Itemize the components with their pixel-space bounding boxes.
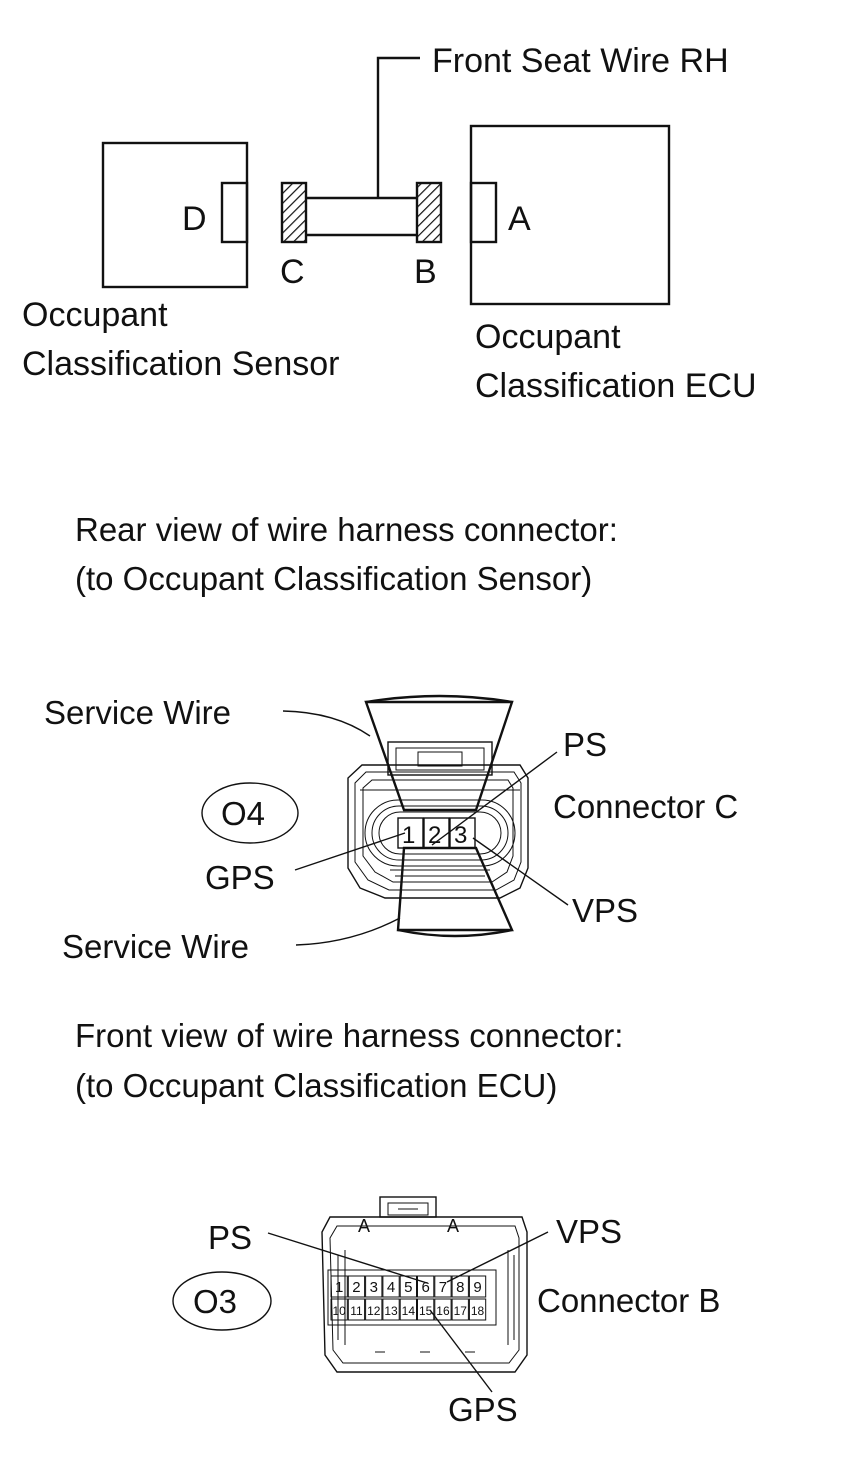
pin-b-number: 16 [436,1304,450,1318]
pin-b-number: 12 [367,1304,381,1318]
pin-b-cell [365,1275,383,1298]
connector-c-name: Connector C [553,788,738,825]
top-wiring-overview: D Front Seat Wire RH C B A Occupant Clas… [22,42,757,405]
leader-gps-b [429,1309,493,1393]
connector-c-label: C [280,253,305,291]
leader-vps-b [446,1231,549,1283]
ps-c-label: PS [563,726,607,763]
pin-b-number: 1 [335,1279,343,1296]
pin-b-cell [382,1298,400,1321]
front-view-title-line1: Front view of wire harness connector: [75,1017,623,1054]
connector-b-drawing: A A [321,1196,528,1373]
pin-b-number: 4 [387,1279,395,1296]
svg-text:A: A [358,1216,370,1236]
pin-b-cell [417,1298,435,1321]
pin-b-cell [451,1298,469,1321]
connector-a-socket [469,181,498,244]
ecu-label-line2: Classification ECU [475,367,757,405]
connector-a-label: A [508,200,531,238]
pin-b-cell [365,1298,383,1321]
connector-b-hatched [415,181,443,244]
pin-b-number: 3 [370,1279,378,1296]
pin-b-cell [330,1275,348,1298]
pin-b-number: 5 [404,1279,412,1296]
pin-b-number: 18 [471,1304,485,1318]
pin-b-cell [434,1275,452,1298]
connector-d-socket [220,181,249,244]
pin-b-number: 8 [456,1279,464,1296]
pin-b-cell [347,1298,366,1321]
vps-b-label: VPS [556,1213,622,1250]
sensor-label-line2: Classification Sensor [22,345,339,383]
ecu-box [469,124,671,306]
pin-c-2: 2 [428,822,441,849]
pin-b-number: 2 [352,1279,360,1296]
pin-b-number: 10 [332,1304,346,1318]
front-view-title-line2: (to Occupant Classification ECU) [75,1067,557,1104]
service-wire-bottom-label: Service Wire [62,928,249,965]
front-seat-wire-label: Front Seat Wire RH [432,42,729,80]
pin-c-3: 3 [454,822,467,849]
code-o3-ellipse [172,1271,272,1331]
code-o3-label: O3 [193,1283,237,1320]
connector-c-hatched [280,181,308,244]
pin-b-cell [468,1275,487,1298]
leader-service-wire-bottom [295,917,401,946]
pin-b-cell [330,1298,348,1321]
rear-view-section: Rear view of wire harness connector: (to… [44,511,738,965]
rear-view-title-line2: (to Occupant Classification Sensor) [75,560,592,597]
wire-leader-line [376,56,420,198]
pin-b-cell [434,1298,452,1321]
pin-b-number: 17 [454,1304,468,1318]
gps-c-label: GPS [205,859,275,896]
pin-b-cell [382,1275,400,1298]
connector-c-drawing [347,694,529,938]
pin-b-cell [468,1298,487,1321]
pin-b-number: 7 [439,1279,447,1296]
pin-b-cell [399,1275,418,1298]
connector-d-label: D [182,200,207,238]
gps-b-label: GPS [448,1391,518,1428]
pin-b-number: 11 [350,1304,363,1318]
leader-service-wire-top [282,710,371,737]
ps-b-label: PS [208,1219,252,1256]
code-o4-ellipse [201,782,299,844]
rear-view-title-line1: Rear view of wire harness connector: [75,511,618,548]
leader-gps-c [294,832,406,871]
pin-c-1: 1 [402,822,415,849]
code-o4-label: O4 [221,795,265,832]
pin-b-number: 13 [384,1304,398,1318]
connector-b-label: B [414,253,437,291]
ecu-label-line1: Occupant [475,318,621,356]
service-wire-top-label: Service Wire [44,694,231,731]
leader-vps-c [472,837,569,906]
pin-b-number: 9 [473,1279,481,1296]
pin-b-cell [399,1298,418,1321]
vps-c-label: VPS [572,892,638,929]
leader-ps-c [431,751,558,846]
front-view-section: Front view of wire harness connector: (t… [75,1017,720,1428]
pin-b-number: 14 [402,1304,416,1318]
pin-b-number: 6 [421,1279,429,1296]
pin-b-number: 15 [419,1304,433,1318]
sensor-label-line1: Occupant [22,296,168,334]
connector-b-name: Connector B [537,1282,720,1319]
pin-b-cell [347,1275,366,1298]
leader-ps-b [267,1232,428,1284]
pin-b-cell [417,1275,435,1298]
svg-text:A: A [447,1216,459,1236]
sensor-box [101,141,249,289]
